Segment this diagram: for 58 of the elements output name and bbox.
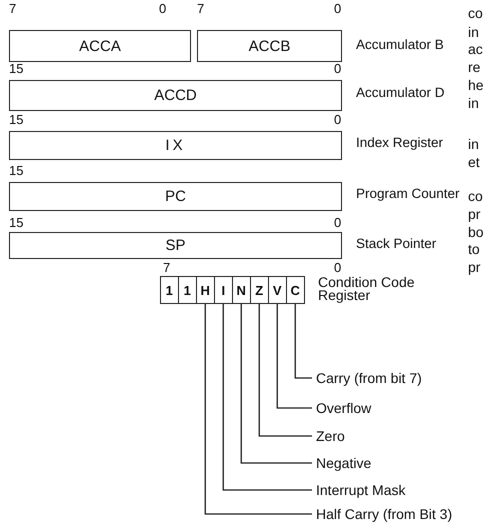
flag-bit-cell: V <box>268 276 286 304</box>
register-box: SP <box>9 232 342 259</box>
bit-number: 15 <box>9 216 24 230</box>
flag-bit-cell: 1 <box>160 276 178 304</box>
flag-bit-cell: 1 <box>178 276 196 304</box>
flag-description: Zero <box>316 429 345 443</box>
bit-number: 15 <box>9 164 24 178</box>
text-fragment: et <box>468 155 480 170</box>
text-fragment: in <box>468 137 479 152</box>
leader-line <box>294 304 312 379</box>
text-fragment: re <box>468 60 480 76</box>
flag-bit-cell: I <box>214 276 232 304</box>
register-name: Stack Pointer <box>356 237 436 252</box>
text-fragment: co <box>468 6 483 22</box>
text-fragment: ac <box>468 42 483 58</box>
register-name: Index Register <box>356 136 444 151</box>
bit-number: 15 <box>9 62 24 76</box>
text-fragment: in <box>468 96 479 112</box>
register-name: Accumulator D <box>356 86 445 101</box>
bit-number: 0 <box>334 216 342 230</box>
leader-line <box>258 304 312 437</box>
text-fragment: he <box>468 78 484 94</box>
register-name: Accumulator B <box>356 38 444 53</box>
flag-bit-cell: H <box>196 276 214 304</box>
text-fragment: in <box>468 25 479 40</box>
bit-number: 7 <box>9 2 16 16</box>
register-box: ACCA <box>9 30 191 62</box>
register-name: Condition Code Register <box>318 276 416 303</box>
flag-bit-cell: C <box>286 276 304 304</box>
bit-number: 0 <box>334 113 342 128</box>
bit-number: 0 <box>159 2 166 16</box>
register-box: ACCB <box>197 30 342 62</box>
text-fragment: pr <box>468 260 480 276</box>
bit-number: 0 <box>334 2 342 16</box>
text-fragment: bo <box>468 225 484 240</box>
bit-number: 15 <box>9 113 24 128</box>
register-name: Program Counter <box>356 187 460 202</box>
bit-number: 7 <box>163 261 170 276</box>
bit-number: 7 <box>197 2 204 16</box>
register-box: PC <box>9 182 342 211</box>
flag-description: Negative <box>316 456 372 470</box>
text-fragment: co <box>468 189 483 204</box>
leader-line <box>276 304 312 409</box>
bit-number: 0 <box>334 62 342 76</box>
flag-description: Interrupt Mask <box>316 483 406 497</box>
register-box: ACCD <box>9 80 342 111</box>
leader-line <box>240 304 312 464</box>
register-box: IX <box>9 131 342 160</box>
flag-description: Carry (from bit 7) <box>316 371 422 385</box>
flag-bit-cell: Z <box>250 276 268 304</box>
bit-number: 0 <box>334 261 342 276</box>
text-fragment: pr <box>468 207 480 222</box>
leader-line <box>204 304 312 515</box>
flag-bit-cell: N <box>232 276 250 304</box>
flag-description: Overflow <box>316 401 372 415</box>
flag-description: Half Carry (from Bit 3) <box>316 507 452 521</box>
leader-line <box>222 304 312 491</box>
text-fragment: to <box>468 242 480 258</box>
